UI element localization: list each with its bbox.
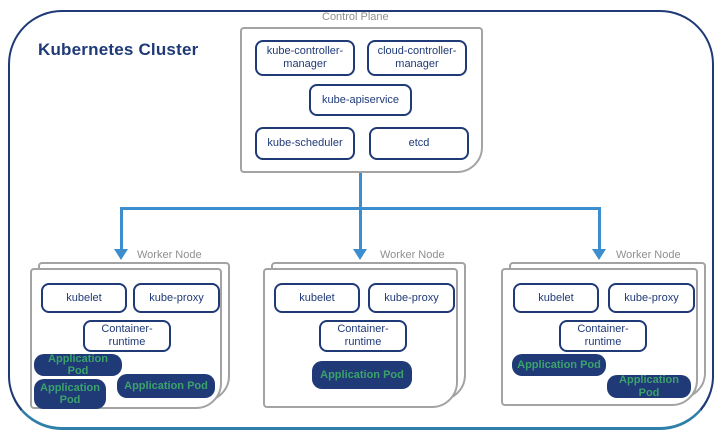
- application-pod: Application Pod: [512, 354, 606, 376]
- arrow-drop-middle-line: [359, 207, 362, 250]
- kube-apiservice-box: kube-apiservice: [309, 84, 412, 116]
- arrow-drop-left-line: [120, 207, 123, 250]
- arrow-stem-line: [359, 173, 362, 210]
- arrowhead-right-icon: [592, 249, 606, 260]
- application-pod: Application Pod: [312, 361, 412, 389]
- kubernetes-cluster-boundary: [8, 10, 714, 430]
- kube-proxy-box: kube-proxy: [608, 283, 695, 313]
- kubelet-box: kubelet: [274, 283, 360, 313]
- worker-node-1-page: kubelet kube-proxy Container-runtime App…: [30, 268, 222, 409]
- arrow-drop-right-line: [598, 207, 601, 250]
- worker-node-3-page: kubelet kube-proxy Container-runtime App…: [501, 268, 698, 406]
- etcd-box: etcd: [369, 127, 469, 160]
- application-pod: Application Pod: [34, 353, 122, 377]
- kube-controller-manager-box: kube-controller-manager: [255, 40, 355, 76]
- application-pod: Application Pod: [607, 374, 691, 399]
- arrowhead-middle-icon: [353, 249, 367, 260]
- worker-node-2-page: kubelet kube-proxy Container-runtime App…: [263, 268, 458, 408]
- application-pod: Application Pod: [117, 374, 215, 398]
- arrowhead-left-icon: [114, 249, 128, 260]
- kubelet-box: kubelet: [513, 283, 599, 313]
- container-runtime-box: Container-runtime: [559, 320, 647, 352]
- kube-proxy-box: kube-proxy: [133, 283, 220, 313]
- cloud-controller-manager-box: cloud-controller-manager: [367, 40, 467, 76]
- worker-node-1-label: Worker Node: [137, 249, 202, 261]
- control-plane-label: Control Plane: [322, 11, 389, 23]
- application-pod: Application Pod: [34, 379, 106, 409]
- worker-node-3-label: Worker Node: [616, 249, 681, 261]
- kubelet-box: kubelet: [41, 283, 127, 313]
- container-runtime-box: Container-runtime: [319, 320, 407, 352]
- worker-node-2-label: Worker Node: [380, 249, 445, 261]
- control-plane-box: kube-controller-manager cloud-controller…: [240, 27, 483, 173]
- cluster-title: Kubernetes Cluster: [38, 40, 199, 59]
- container-runtime-box: Container-runtime: [83, 320, 171, 352]
- kube-proxy-box: kube-proxy: [368, 283, 455, 313]
- kube-scheduler-box: kube-scheduler: [255, 127, 355, 160]
